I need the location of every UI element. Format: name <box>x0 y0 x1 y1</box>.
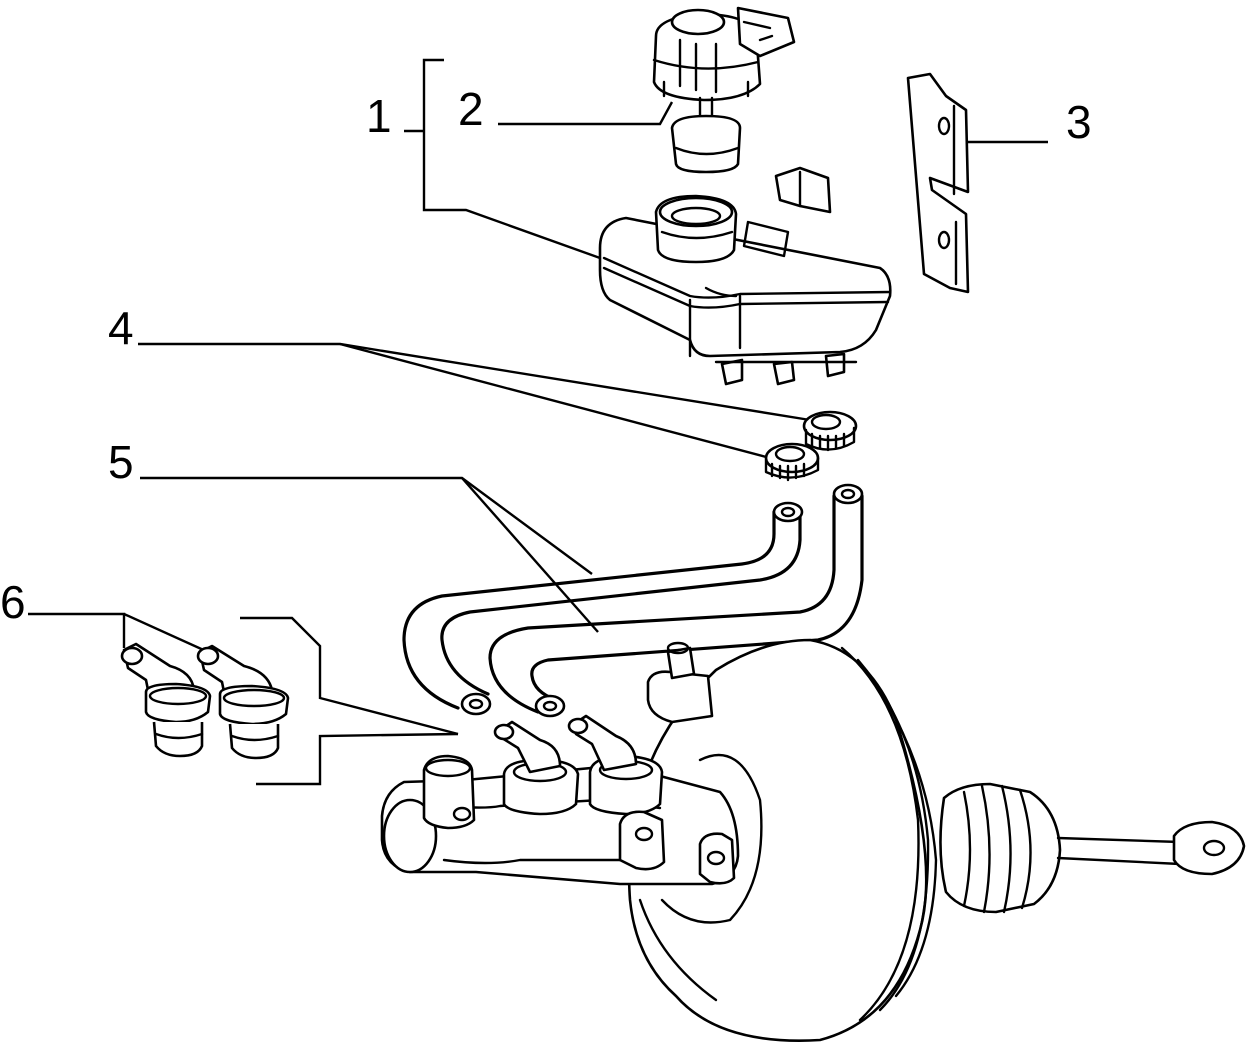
fluid-reservoir <box>598 166 892 386</box>
hose-a <box>402 501 804 716</box>
seal-ring-lower <box>764 442 820 482</box>
callout-6: 6 <box>0 576 26 628</box>
master-cylinder <box>380 714 740 886</box>
elbow-fitting-left <box>120 642 212 758</box>
reservoir-bracket <box>906 72 970 294</box>
reservoir-cap-sensor <box>652 6 796 174</box>
callout-5: 5 <box>108 436 134 488</box>
callout-2: 2 <box>458 83 484 135</box>
callout-1: 1 <box>366 90 392 142</box>
elbow-fitting-right <box>196 644 290 760</box>
hose-b <box>488 483 864 718</box>
callout-4: 4 <box>108 302 134 354</box>
brake-booster <box>627 638 1246 1042</box>
seal-ring-upper <box>802 410 858 452</box>
callout-3: 3 <box>1066 96 1092 148</box>
leader-lines <box>28 58 1048 786</box>
